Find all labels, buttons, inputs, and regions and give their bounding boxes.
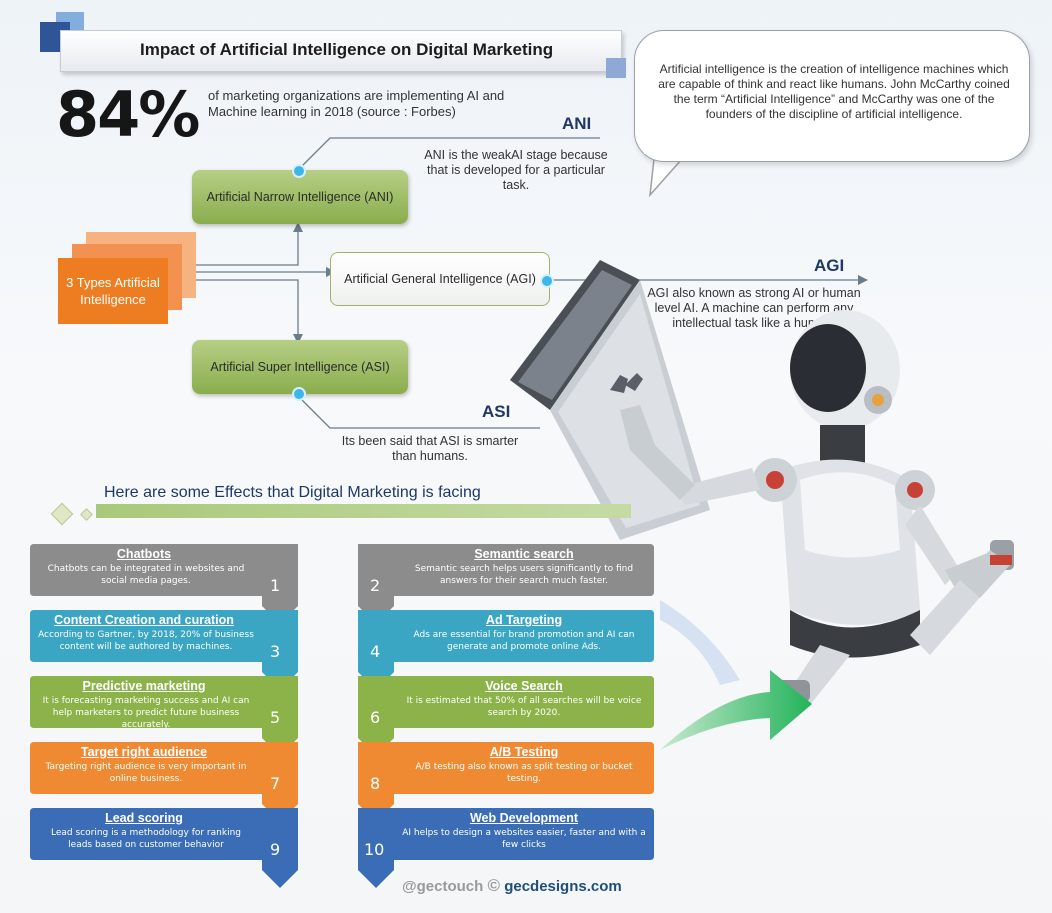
effect-desc: It is forecasting marketing success and … — [42, 696, 250, 730]
effect-title: Semantic search — [474, 547, 574, 561]
effect-title: Web Development — [469, 811, 579, 825]
effect-desc: A/B testing also known as split testing … — [415, 762, 633, 784]
ani-heading: ANI — [562, 114, 592, 133]
effect-number: 4 — [370, 642, 381, 661]
effect-card-shape — [30, 676, 298, 756]
effects-underline — [96, 504, 631, 518]
effect-number: 2 — [370, 576, 381, 595]
effect-desc: It is estimated that 50% of all searches… — [406, 696, 642, 718]
arrow-graphic — [660, 600, 812, 750]
effect-number: 5 — [270, 708, 281, 727]
footer-site: gecdesigns.com — [504, 878, 622, 895]
effect-card-shape — [30, 610, 298, 690]
agi-desc: AGI also known as strong AI or human lev… — [647, 286, 861, 330]
title-banner — [60, 30, 622, 72]
asi-box: Artificial Super Intelligence (ASI) — [192, 340, 408, 394]
ani-dot — [292, 164, 306, 178]
stat-text: of marketing organizations are implement… — [208, 88, 505, 119]
asi-dot — [292, 387, 306, 401]
effect-number: 10 — [364, 840, 385, 859]
effect-desc: Ads are essential for brand promotion an… — [413, 630, 635, 652]
asi-desc: Its been said that ASI is smarter than h… — [341, 434, 519, 463]
types-label: 3 Types Artificial Intelligence — [58, 258, 168, 324]
effect-number: 3 — [270, 642, 281, 661]
effect-card: Web Development AI helps to design a webs… — [394, 808, 654, 860]
footer: @gectouch © gecdesigns.com — [402, 876, 622, 896]
effect-desc: According to Gartner, by 2018, 20% of bu… — [38, 630, 254, 652]
effect-title: Voice Search — [485, 679, 563, 693]
effect-number: 1 — [270, 576, 281, 595]
effect-title: Chatbots — [116, 547, 172, 561]
effect-card: Predictive marketing It is forecasting ma… — [30, 676, 302, 730]
intro-text: Artificial intelligence is the creation … — [658, 62, 1010, 121]
effect-desc: Chatbots can be integrated in websites a… — [47, 564, 245, 586]
effect-card: Voice Search It is estimated that 50% of … — [394, 676, 654, 728]
effect-card-shape — [358, 742, 654, 822]
agi-box: Artificial General Intelligence (AGI) — [330, 252, 550, 306]
effect-card-shape — [358, 676, 654, 756]
effect-card-shape — [30, 808, 298, 888]
effects-title: Here are some Effects that Digital Marke… — [104, 484, 481, 501]
effect-desc: AI helps to design a websites easier, fa… — [402, 828, 646, 850]
ani-box: Artificial Narrow Intelligence (ANI) — [192, 170, 408, 224]
effect-number: 9 — [270, 840, 281, 859]
effect-title: Lead scoring — [105, 811, 183, 825]
effect-card-shape — [30, 544, 298, 624]
effect-card-shape — [30, 742, 298, 822]
page-title: Impact of Artificial Intelligence on Dig… — [140, 40, 554, 59]
effect-desc: Lead scoring is a methodology for rankin… — [51, 828, 241, 850]
robot-illustration — [510, 260, 1014, 705]
effect-title: Content Creation and curation — [54, 613, 234, 627]
effect-card-shape — [358, 544, 654, 624]
effect-card-shape — [358, 808, 654, 888]
effect-number: 7 — [270, 774, 281, 793]
intro-bubble — [634, 30, 1030, 162]
effect-desc: Semantic search helps users significantl… — [414, 564, 634, 586]
effect-number: 8 — [370, 774, 381, 793]
effect-number: 6 — [370, 708, 381, 727]
agi-dot — [540, 274, 554, 288]
stat-value: 84% — [56, 78, 200, 151]
effect-title: Predictive marketing — [82, 679, 206, 693]
decor-square — [606, 58, 626, 78]
footer-handle: @gectouch — [402, 878, 484, 895]
effect-title: A/B Testing — [489, 745, 559, 759]
copyright-icon: © — [487, 876, 501, 895]
effect-desc: Targeting right audience is very importa… — [45, 762, 247, 784]
asi-heading: ASI — [482, 402, 511, 421]
effect-title: Target right audience — [80, 745, 208, 759]
ani-desc: ANI is the weakAI stage because that is … — [424, 148, 608, 192]
effect-card-shape — [358, 610, 654, 690]
agi-heading: AGI — [814, 256, 845, 275]
effect-title: Ad Targeting — [485, 613, 563, 627]
